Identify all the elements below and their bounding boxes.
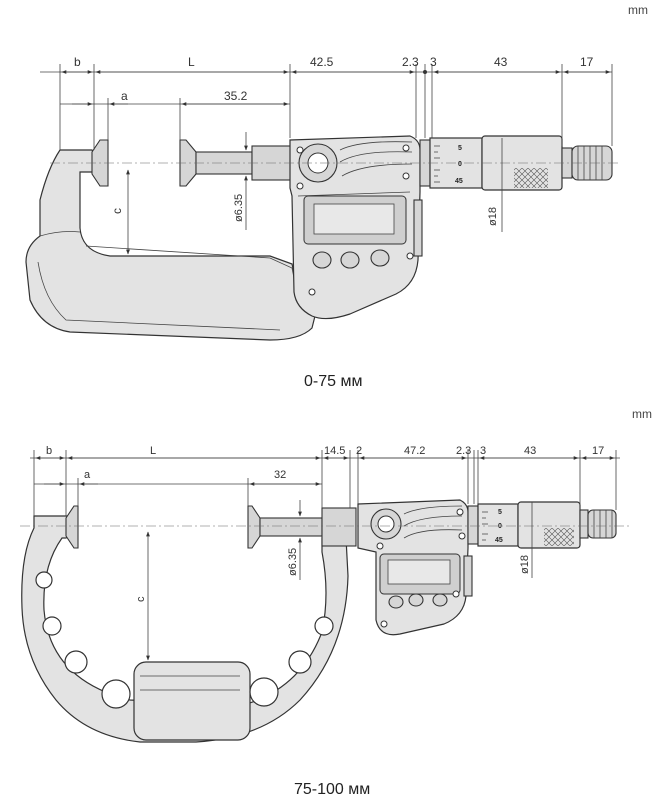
dim-2-3-bottom: 2.3 [456, 445, 471, 457]
button-top-2 [340, 251, 360, 269]
thimble-bottom [477, 503, 519, 547]
dim-3-bottom: 3 [480, 445, 486, 457]
frame-plate-bottom [133, 661, 251, 741]
dim-14-5: 14.5 [324, 445, 345, 457]
dim-a-bottom: a [84, 469, 91, 481]
dim-2-3-top: 2.3 [402, 55, 419, 69]
dim-32: 32 [274, 469, 286, 481]
anvil-disc-bottom [65, 505, 79, 549]
dim-b-bottom: b [46, 445, 52, 457]
micrometer-top: mm 5 0 45 [25, 3, 648, 390]
dim-a-top: a [121, 89, 128, 103]
dim-43-top: 43 [494, 55, 508, 69]
spindle-disc-bottom [247, 505, 261, 549]
caption-top: 0-75 мм [304, 373, 362, 390]
dim-42-5: 42.5 [310, 55, 334, 69]
button-bottom-3 [432, 593, 448, 607]
caption-bottom: 75-100 мм [294, 781, 370, 798]
button-bottom-2 [408, 593, 424, 607]
unit-label-top: mm [628, 3, 648, 17]
dim-L-bottom: L [150, 445, 156, 457]
micrometer-bottom: mm 5 [20, 407, 652, 798]
dim-2-bottom: 2 [356, 445, 362, 457]
ratchet-bottom [587, 509, 617, 539]
frame-bottom [21, 515, 349, 743]
svg-text:45: 45 [455, 178, 463, 185]
svg-text:5: 5 [458, 145, 462, 152]
dim-b-top: b [74, 55, 81, 69]
button-top-3 [370, 249, 390, 267]
button-bottom-1 [388, 595, 404, 609]
svg-text:0: 0 [458, 161, 462, 168]
dim-17-top: 17 [580, 55, 594, 69]
dim-sleeve-dia-bottom: ø18 [519, 555, 531, 574]
button-top-1 [312, 251, 332, 269]
dim-spindle-dia-top: ø6.35 [233, 194, 245, 222]
dim-17-bottom: 17 [592, 445, 604, 457]
unit-label-bottom: mm [632, 407, 652, 421]
dim-c-bottom: c [135, 596, 147, 602]
dim-3-top: 3 [430, 55, 437, 69]
dim-sleeve-dia-top: ø18 [487, 207, 499, 226]
dim-c-top: c [110, 208, 124, 214]
dim-43-bottom: 43 [524, 445, 536, 457]
dim-47-2: 47.2 [404, 445, 425, 457]
svg-text:0: 0 [498, 523, 502, 530]
sleeve-bottom [467, 505, 479, 545]
svg-text:5: 5 [498, 509, 502, 516]
dim-35-2: 35.2 [224, 89, 248, 103]
dim-L-top: L [188, 55, 195, 69]
dim-spindle-dia-bottom: ø6.35 [287, 548, 299, 576]
svg-text:45: 45 [495, 537, 503, 544]
